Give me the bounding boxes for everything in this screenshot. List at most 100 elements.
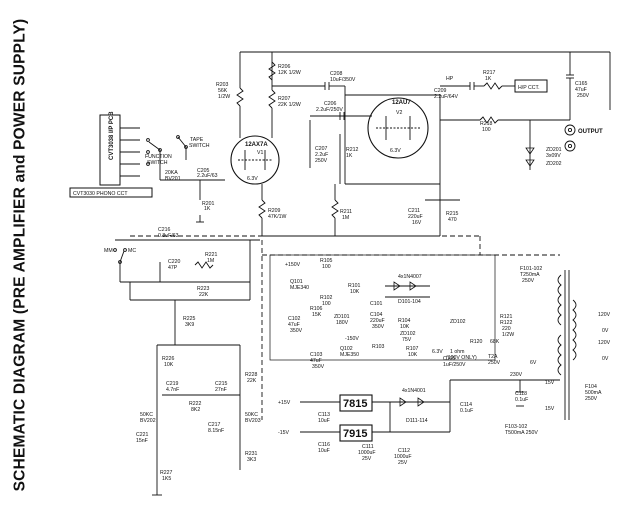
c219-value: 4.7nF bbox=[166, 387, 179, 393]
tap-15v-label: 15V bbox=[545, 380, 555, 386]
c102-value: 47uF bbox=[288, 322, 300, 328]
r204-label: 20KA bbox=[165, 170, 178, 176]
f103-value: T500mA 250V bbox=[505, 430, 538, 436]
r102-value: 100 bbox=[322, 301, 331, 307]
r207-label: R207 bbox=[278, 96, 291, 102]
r231-value: 3K3 bbox=[247, 457, 256, 463]
c114-label: C114 bbox=[460, 402, 472, 408]
c111-label: C111 bbox=[362, 444, 374, 450]
tube-v1-ref: V1 bbox=[257, 150, 263, 156]
c216-value: 0.8uF/63 bbox=[158, 233, 179, 239]
minus-150v-label: -150V bbox=[345, 336, 359, 342]
c112-voltage: 25V bbox=[398, 460, 408, 466]
schematic-diagram: CVT3038 I/P PCB FUNCTION SWITCH TAPE SWI… bbox=[69, 51, 611, 496]
c102-voltage: 350V bbox=[290, 328, 303, 334]
c211-label: C211 bbox=[408, 208, 420, 214]
zd102-value: 75V bbox=[402, 337, 412, 343]
f104-value: 500mA bbox=[585, 390, 602, 396]
r217-value: 1K bbox=[485, 76, 492, 82]
r231-label: R231 bbox=[245, 451, 258, 457]
c111-value: 1000uF bbox=[358, 450, 376, 456]
c221-value: 15nF bbox=[136, 438, 148, 444]
r203-value: 56K bbox=[218, 88, 228, 94]
r107-label: R107 bbox=[406, 346, 419, 352]
r221-label: R221 bbox=[205, 252, 218, 258]
tape-switch-label: TAPE bbox=[190, 137, 204, 143]
regulator-7915: 7915 bbox=[339, 424, 373, 442]
c220-value: 47P bbox=[168, 265, 178, 271]
r212-label: R212 bbox=[346, 147, 359, 153]
tube-v2-heater: 6.3V bbox=[390, 148, 401, 154]
r212-value: 1K bbox=[346, 153, 353, 159]
c215-value: 27nF bbox=[215, 387, 227, 393]
c217-value: 8.15nF bbox=[208, 428, 224, 434]
c221-label: C221 bbox=[136, 432, 149, 438]
r217-label: R217 bbox=[483, 70, 496, 76]
plus-150v-label: +150V bbox=[285, 262, 301, 268]
c207-voltage: 250V bbox=[315, 158, 328, 164]
c207-label: C207 bbox=[315, 146, 328, 152]
c217-label: C217 bbox=[208, 422, 221, 428]
c105-value: 1uF/250V bbox=[443, 362, 466, 368]
tap-120v-label: 120V bbox=[598, 312, 611, 318]
r102-label: R102 bbox=[320, 295, 333, 301]
heater-6v3-label: 6.3V bbox=[432, 349, 443, 355]
c103-label: C103 bbox=[310, 352, 323, 358]
function-switch: FUNCTION SWITCH bbox=[145, 138, 172, 166]
q102-label: Q102 bbox=[340, 346, 353, 352]
tube-v2: 12AU7 V2 6.3V bbox=[367, 97, 429, 159]
bv203-label: 50KC bbox=[245, 412, 258, 418]
c102-label: C102 bbox=[288, 316, 301, 322]
zd102-label: ZD102 bbox=[400, 331, 416, 337]
r215-label: R215 bbox=[446, 211, 459, 217]
f104-label: F104 bbox=[585, 384, 597, 390]
r123-power: 1/2W bbox=[502, 332, 514, 338]
c205-value: 2.2uF/63 bbox=[197, 173, 218, 179]
c165-voltage: 250V bbox=[577, 93, 590, 99]
r223-label: R223 bbox=[197, 286, 210, 292]
tap-230v-label: 230V bbox=[510, 372, 523, 378]
r209-label: R209 bbox=[268, 208, 281, 214]
c165-label: C165 bbox=[575, 81, 588, 87]
c220-label: C220 bbox=[168, 259, 181, 265]
input-pcb-label: CVT3038 I/P PCB bbox=[109, 111, 115, 160]
t2a-voltage: 250V bbox=[488, 360, 501, 366]
c111-voltage: 25V bbox=[362, 456, 372, 462]
r101-value: 10K bbox=[350, 289, 360, 295]
tap-0v-b-label: 0V bbox=[602, 356, 609, 362]
bv203-value: BV203 bbox=[245, 418, 261, 424]
tap-15v-b-label: 15V bbox=[545, 406, 555, 412]
hp-cct-label: H/P CCT. bbox=[518, 85, 540, 91]
r122-value: 220 bbox=[502, 326, 511, 332]
f101-label: F101-102 bbox=[520, 266, 542, 272]
r218-label: R218 bbox=[480, 121, 493, 127]
r222-value: 8K2 bbox=[191, 407, 200, 413]
c105-label: C105 bbox=[443, 356, 456, 362]
c165-value: 47uF bbox=[575, 87, 587, 93]
c104-value: 220uF bbox=[370, 318, 385, 324]
r211-label: R211 bbox=[340, 209, 352, 215]
c104-label: C104 bbox=[370, 312, 383, 318]
bv202-value: BV202 bbox=[140, 418, 156, 424]
phono-cct-block: CVT3030 PHONO CCT bbox=[69, 187, 153, 198]
c112-value: 1000uF bbox=[394, 454, 412, 460]
c116-value: 10uF bbox=[318, 448, 330, 454]
minus-15v-label: -15V bbox=[278, 430, 289, 436]
regulator-7915-label: 7915 bbox=[343, 428, 367, 440]
r204-value: BV201 bbox=[165, 176, 181, 182]
c205-label: C205 bbox=[197, 168, 210, 174]
r201-value: 1K bbox=[204, 206, 211, 212]
tape-switch: TAPE SWITCH bbox=[176, 135, 210, 160]
r107-value: 10K bbox=[408, 352, 418, 358]
tube-v2-type: 12AU7 bbox=[392, 100, 411, 106]
tap-120v-b-label: 120V bbox=[598, 340, 611, 346]
c104-voltage: 350V bbox=[372, 324, 385, 330]
r222-label: R222 bbox=[189, 401, 202, 407]
function-switch-label: FUNCTION bbox=[145, 154, 172, 160]
tape-switch-label2: SWITCH bbox=[189, 143, 210, 149]
d103-label: 4x1N4007 bbox=[398, 274, 422, 280]
r203-power: 1/2W bbox=[218, 94, 230, 100]
r101-label: R101 bbox=[348, 283, 361, 289]
c211-value: 220uF bbox=[408, 214, 423, 220]
c114-value: 0.1uF bbox=[460, 408, 473, 414]
